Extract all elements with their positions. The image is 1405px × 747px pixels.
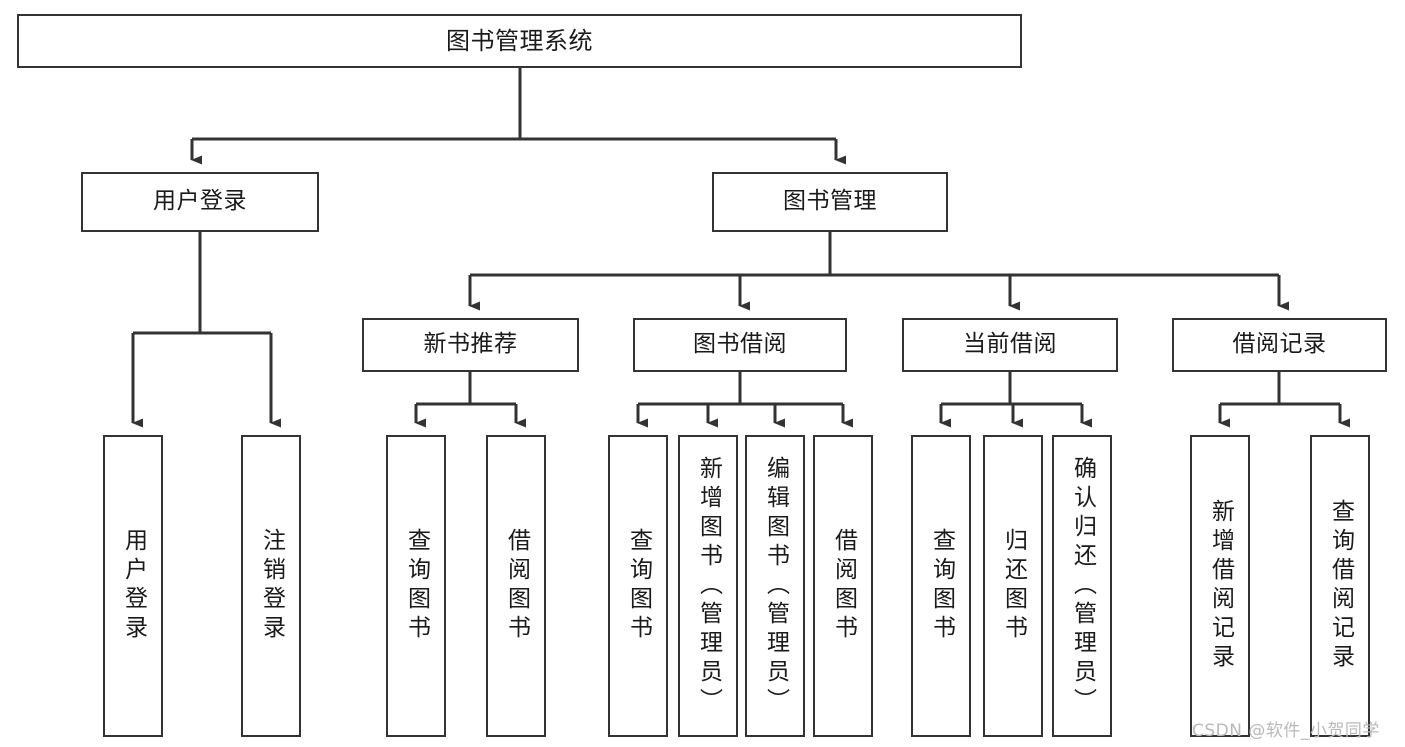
- node-leaf-user-login-label: 用户登录: [120, 528, 147, 644]
- node-leaf-edit-book-label: 编辑图书（管理员）: [762, 455, 789, 717]
- node-book-manage-label: 图书管理: [783, 188, 877, 215]
- node-borrow-record-label: 借阅记录: [1232, 331, 1327, 358]
- node-leaf-borrow-book-2[interactable]: 借阅图书: [813, 435, 873, 737]
- node-leaf-query-book-1[interactable]: 查询图书: [386, 435, 446, 737]
- node-leaf-user-logout-label: 注销登录: [258, 528, 285, 644]
- csdn-watermark: CSDN @软件_小贺同学: [1192, 721, 1380, 741]
- node-leaf-query-book-1-label: 查询图书: [403, 528, 430, 644]
- node-leaf-return-book[interactable]: 归还图书: [983, 435, 1043, 737]
- node-new-book-recommend-label: 新书推荐: [423, 331, 518, 358]
- node-leaf-user-logout[interactable]: 注销登录: [241, 435, 301, 737]
- node-leaf-user-login[interactable]: 用户登录: [103, 435, 163, 737]
- node-book-manage[interactable]: 图书管理: [712, 172, 948, 232]
- node-leaf-confirm-return[interactable]: 确认归还（管理员）: [1052, 435, 1112, 737]
- node-leaf-confirm-return-label: 确认归还（管理员）: [1069, 455, 1096, 717]
- node-leaf-borrow-book-2-label: 借阅图书: [830, 528, 857, 644]
- node-leaf-query-book-3-label: 查询图书: [928, 528, 955, 644]
- node-user-login[interactable]: 用户登录: [81, 172, 319, 232]
- node-new-book-recommend[interactable]: 新书推荐: [362, 318, 579, 372]
- node-leaf-add-record[interactable]: 新增借阅记录: [1190, 435, 1250, 737]
- node-leaf-query-record-label: 查询借阅记录: [1327, 499, 1354, 673]
- node-leaf-query-book-2[interactable]: 查询图书: [608, 435, 668, 737]
- node-current-borrow[interactable]: 当前借阅: [902, 318, 1118, 372]
- node-book-borrow-label: 图书借阅: [693, 331, 787, 358]
- node-root[interactable]: 图书管理系统: [17, 14, 1022, 68]
- node-user-login-label: 用户登录: [153, 188, 247, 215]
- node-leaf-return-book-label: 归还图书: [1000, 528, 1027, 644]
- node-leaf-add-book[interactable]: 新增图书（管理员）: [678, 435, 738, 737]
- node-leaf-borrow-book-1[interactable]: 借阅图书: [486, 435, 546, 737]
- node-leaf-edit-book[interactable]: 编辑图书（管理员）: [745, 435, 805, 737]
- node-leaf-query-book-3[interactable]: 查询图书: [911, 435, 971, 737]
- node-leaf-query-book-2-label: 查询图书: [625, 528, 652, 644]
- node-leaf-add-record-label: 新增借阅记录: [1207, 499, 1234, 673]
- node-borrow-record[interactable]: 借阅记录: [1172, 318, 1387, 372]
- node-book-borrow[interactable]: 图书借阅: [633, 318, 847, 372]
- node-current-borrow-label: 当前借阅: [963, 331, 1057, 358]
- node-leaf-query-record[interactable]: 查询借阅记录: [1310, 435, 1370, 737]
- node-root-label: 图书管理系统: [446, 26, 593, 55]
- node-leaf-borrow-book-1-label: 借阅图书: [503, 528, 530, 644]
- node-leaf-add-book-label: 新增图书（管理员）: [695, 455, 722, 717]
